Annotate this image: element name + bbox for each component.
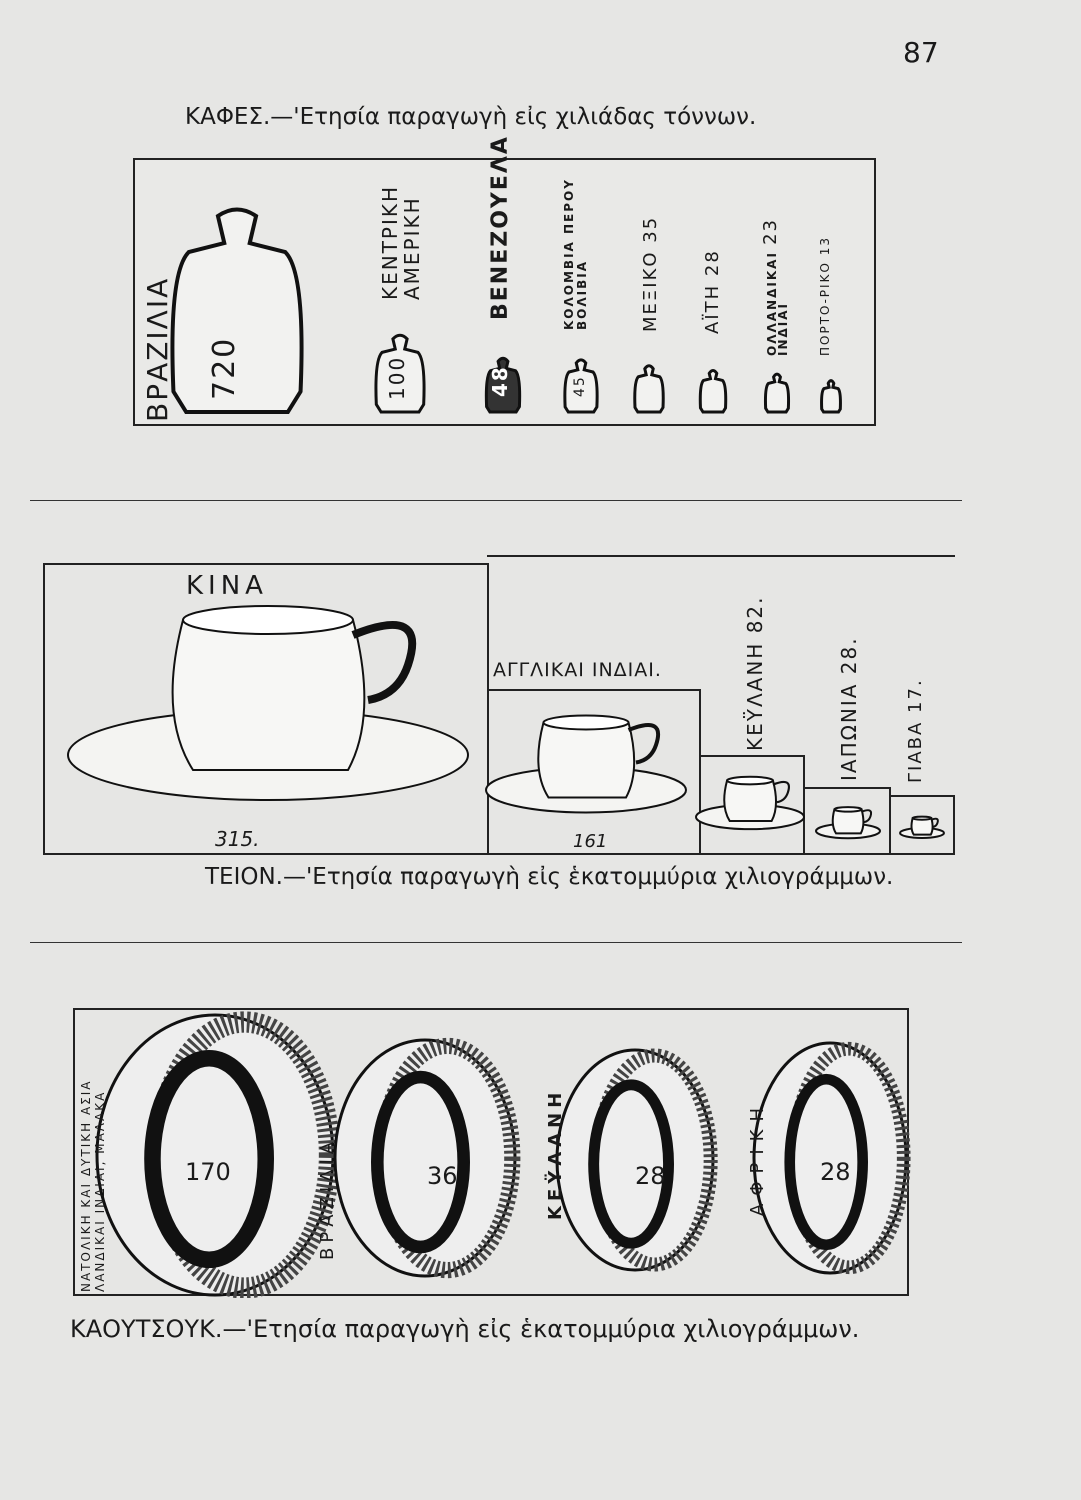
divider: [30, 500, 962, 501]
coffee-sack-5: [698, 368, 728, 414]
rubber-value-ceylon: 28: [635, 1162, 666, 1190]
coffee-sack-1: [374, 333, 426, 414]
coffee-sack-0: [170, 207, 304, 414]
tea-value-china: 315.: [215, 827, 260, 851]
tire-inner-3: [784, 1073, 869, 1251]
coffee-value-colombia: 45: [572, 375, 588, 397]
rubber-value-brazil: 36: [427, 1162, 458, 1190]
coffee-label-venezuela: ΒΕΝΕΖΟΥΕΛΑ: [488, 135, 513, 320]
rubber-value-africa: 28: [820, 1158, 851, 1186]
tea-label-java: ΓΙΑΒΑ 17.: [905, 678, 926, 783]
tea-cup-handle-4: [930, 817, 939, 828]
tea-cup-handle-3: [861, 809, 873, 824]
coffee-sack-4: [633, 364, 665, 414]
tea-cup-handle-2: [772, 780, 790, 804]
tea-label-japan: ΙΑΠΩΝΙΑ 28.: [837, 636, 861, 781]
coffee-sack-7: [820, 379, 842, 414]
tea-cup-handle-0: [351, 621, 417, 704]
tea-label-china: ΚΙΝΑ: [186, 571, 268, 601]
coffee-label-brazil: ΒΡΑΖΙΛΙΑ: [141, 276, 174, 422]
tea-label-ceylon: ΚΕΫΛΑΝΗ 82.: [743, 595, 767, 751]
tea-cup-rim-2: [726, 775, 774, 786]
coffee-sack-3: [563, 358, 599, 414]
coffee-label-mexico: ΜΕΞΙΚΟ 35: [640, 215, 661, 332]
rubber-value-asia: 170: [185, 1158, 231, 1186]
tea-title: ΤΕΙΟΝ.—'Ετησία παραγωγὴ εἰς ἑκατομμύρια …: [205, 864, 894, 890]
coffee-sack-2: [484, 356, 522, 414]
tire-inner-1: [370, 1070, 470, 1254]
tire-inner-0: [144, 1049, 275, 1269]
rubber-label-africa: ΑΦΡΙΚΗ: [747, 1100, 768, 1216]
rubber-label-ceylon: ΚΕΫΛΑΝΗ: [545, 1087, 566, 1220]
tea-cup-2: [723, 779, 777, 823]
rubber-tires: [95, 1011, 911, 1298]
coffee-label-haiti: ΑΪΤΗ 28: [702, 249, 723, 334]
tea-cup-4: [910, 817, 934, 836]
tea-cup-3: [831, 808, 865, 835]
tire-tread-0: [148, 1011, 341, 1298]
tea-box-java: [889, 795, 955, 855]
tea-cup-rim-0: [182, 605, 354, 635]
coffee-value-brazil: 720: [207, 336, 242, 400]
rubber-label-brazil: ΒΡΑΖΙΛΙΑ: [317, 1136, 338, 1260]
tea-value-india: 161: [573, 831, 608, 852]
coffee-title: ΚΑΦΕΣ.—'Ετησία παραγωγὴ εἰς χιλιάδας τόν…: [185, 104, 757, 130]
tea-cup-rim-3: [833, 806, 863, 813]
tea-cup-rim-1: [542, 714, 630, 731]
tea-cup-1: [537, 721, 636, 799]
coffee-sacks: [170, 207, 842, 414]
coffee-value-central-america: 100: [385, 355, 409, 400]
tea-chart: ΚΙΝΑ 315. ΑΓΓΛΙΚΑΙ ΙΝΔΙΑΙ. 161 ΚΕΫΛΑΝΗ 8…: [43, 555, 955, 855]
rubber-title: ΚΑΟΥΤΣΟΥΚ.—'Ετησία παραγωγὴ εἰς ἑκατομμύ…: [70, 1315, 860, 1343]
tea-cup-0: [171, 619, 366, 771]
coffee-value-venezuela: 48: [488, 365, 512, 397]
coffee-sack-6: [763, 372, 791, 414]
divider: [30, 942, 962, 943]
tea-cups: [67, 605, 945, 840]
coffee-label-puerto-rico: ΠΟΡΤΟ-ΡΙΚΟ 13: [818, 235, 832, 356]
tea-cup-handle-1: [627, 723, 661, 765]
tire-inner-2: [588, 1079, 674, 1249]
tea-label-india: ΑΓΓΛΙΚΑΙ ΙΝΔΙΑΙ.: [493, 659, 662, 681]
page-number: 87: [903, 36, 939, 69]
tea-cup-rim-4: [911, 815, 933, 821]
tire-tread-2: [591, 1048, 718, 1272]
